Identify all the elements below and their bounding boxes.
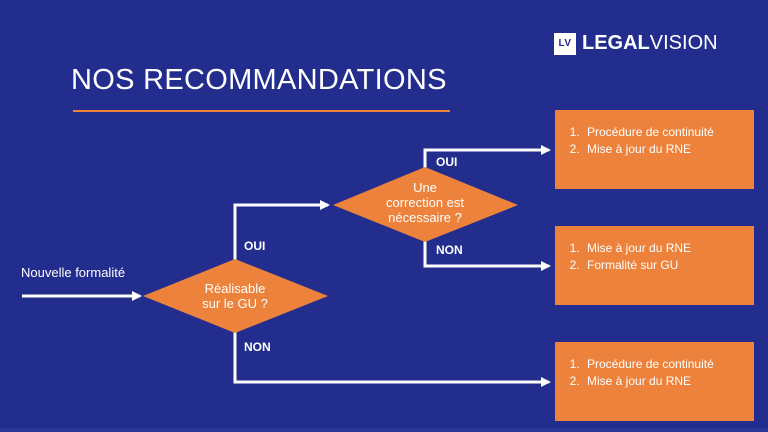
decision-correction-line2: correction est bbox=[385, 195, 465, 210]
logo-word-regular: VISION bbox=[649, 32, 718, 54]
outcome-box-3: Procédure de continuité Mise à jour du R… bbox=[555, 342, 754, 421]
decision-diamond-correction bbox=[333, 167, 518, 242]
d1-no-connector bbox=[233, 331, 551, 387]
list-item: Mise à jour du RNE bbox=[583, 141, 744, 158]
list-item: Mise à jour du RNE bbox=[583, 373, 744, 390]
list-item: Procédure de continuité bbox=[583, 356, 744, 373]
d1-yes-connector bbox=[233, 200, 330, 261]
decision-gu-line1: Réalisable bbox=[204, 281, 266, 296]
logo-wordmark: LEGALVISION bbox=[582, 32, 718, 55]
branch-label-d2-no: NON bbox=[436, 243, 463, 257]
start-label: Nouvelle formalité bbox=[21, 265, 126, 280]
outcome-box-1: Procédure de continuité Mise à jour du R… bbox=[555, 110, 754, 189]
logo-word-bold: LEGAL bbox=[582, 32, 650, 54]
outcome-box-2: Mise à jour du RNE Formalité sur GU bbox=[555, 226, 754, 305]
branch-label-d1-yes: OUI bbox=[244, 239, 266, 253]
decision-correction-line1: Une bbox=[413, 180, 437, 195]
list-item: Procédure de continuité bbox=[583, 124, 744, 141]
decision-text-gu: Réalisable sur le GU ? bbox=[175, 281, 295, 311]
title-underline bbox=[73, 110, 450, 112]
bottom-strip bbox=[0, 428, 768, 432]
decision-correction-line3: nécessaire ? bbox=[388, 210, 462, 225]
logo-badge: LV bbox=[554, 32, 576, 55]
decision-gu-line2: sur le GU ? bbox=[202, 296, 268, 311]
outcome-list-1: Procédure de continuité Mise à jour du R… bbox=[563, 124, 744, 158]
outcome-list-2: Mise à jour du RNE Formalité sur GU bbox=[563, 240, 744, 274]
outcome-list-3: Procédure de continuité Mise à jour du R… bbox=[563, 356, 744, 390]
page-title: NOS RECOMMANDATIONS bbox=[71, 64, 447, 96]
list-item: Mise à jour du RNE bbox=[583, 240, 744, 257]
list-item: Formalité sur GU bbox=[583, 257, 744, 274]
d2-yes-connector bbox=[423, 145, 551, 170]
d2-no-connector bbox=[423, 239, 551, 271]
legalvision-logo: LV LEGALVISION bbox=[554, 32, 718, 55]
decision-text-correction: Une correction est nécessaire ? bbox=[365, 180, 485, 225]
branch-label-d2-yes: OUI bbox=[436, 155, 458, 169]
decision-diamond-gu bbox=[143, 259, 328, 333]
branch-label-d1-no: NON bbox=[244, 340, 271, 354]
